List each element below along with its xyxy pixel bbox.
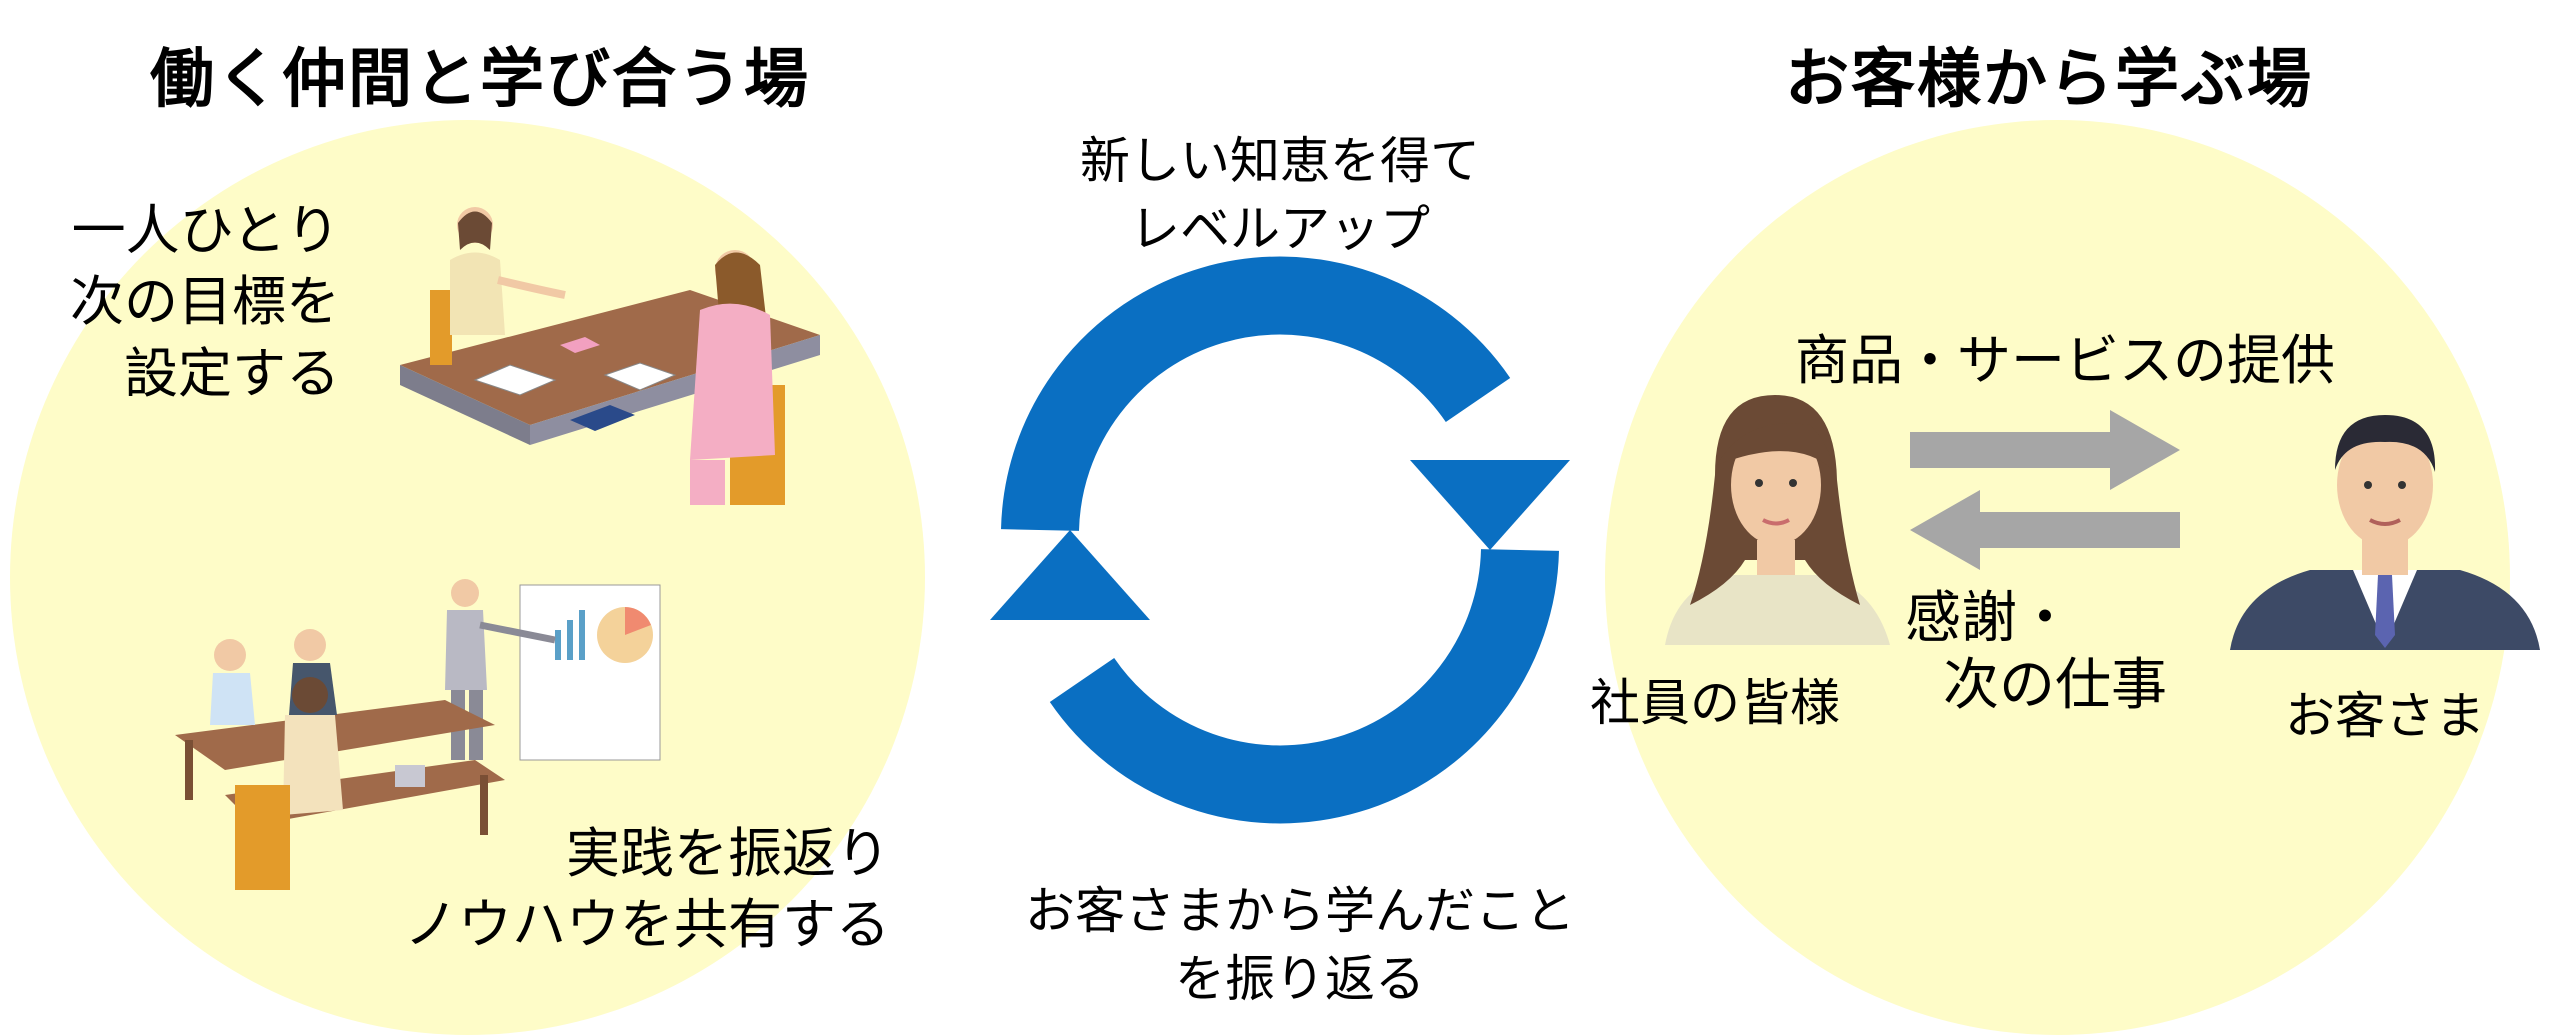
arrow-right: [1910, 410, 2180, 490]
cycle-bottom-text-line-1: お客さまから学んだこと: [1025, 882, 1575, 940]
cycle-arrow-bottom: [1049, 548, 1559, 824]
goal-text-line-2: 次の目標を: [70, 270, 340, 334]
cycle-top-text-line-2: レベルアップ: [1130, 199, 1430, 258]
share-text: 実践を振返り ノウハウを共有する: [404, 818, 890, 961]
left-title: 働く仲間と学び合う場: [150, 43, 810, 117]
thanks-text: 感謝・ 次の仕事: [1905, 585, 2167, 719]
cycle-top-text-line-1: 新しい知恵を得て: [1080, 132, 1480, 190]
cycle-arrowhead-top: [1410, 460, 1570, 550]
provide-text: 商品・サービスの提供: [1795, 329, 2335, 392]
meeting-illustration: [400, 207, 820, 505]
share-text-line-2: ノウハウを共有する: [404, 893, 890, 957]
goal-text-line-1: 一人ひとり: [71, 199, 340, 262]
goal-text-line-3: 設定する: [124, 341, 340, 405]
customer-illustration: [2230, 415, 2540, 650]
cycle-bottom-text-line-2: を振り返る: [1175, 949, 1425, 1008]
thanks-text-line-2: 次の仕事: [1943, 653, 2167, 719]
goal-text: 一人ひとり 次の目標を 設定する: [70, 195, 340, 409]
cycle-bottom-text: お客さまから学んだこと を振り返る: [1020, 878, 1580, 1013]
thanks-text-line-1: 感謝・: [1905, 586, 2073, 651]
exchange-arrows: [1910, 410, 2180, 570]
cycle-arrowhead-bottom: [990, 530, 1150, 620]
cycle-arrow-top: [1001, 256, 1511, 532]
cycle-top-text: 新しい知恵を得て レベルアップ: [1040, 128, 1520, 263]
employee-label: 社員の皆様: [1590, 674, 1840, 732]
share-text-line-1: 実践を振返り: [566, 822, 890, 885]
cycle-arrows: [990, 256, 1570, 824]
customer-label: お客さま: [2285, 687, 2485, 745]
employee-illustration: [1665, 395, 1890, 645]
presentation-illustration: [175, 579, 661, 890]
arrow-left: [1910, 490, 2180, 570]
right-title: お客様から学ぶ場: [1785, 43, 2313, 117]
